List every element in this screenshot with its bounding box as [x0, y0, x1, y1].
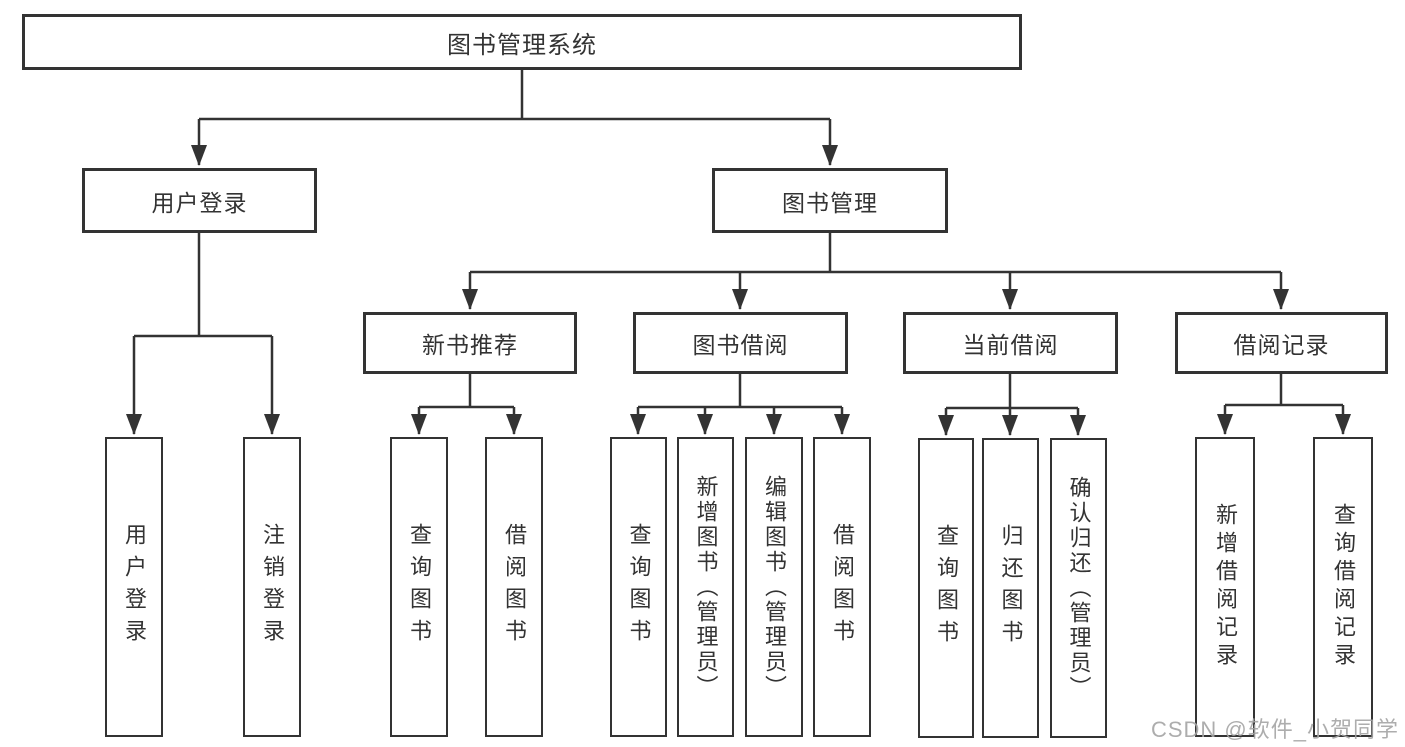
leaf-confirm-return-admin: 确认归还（管理员） [1050, 438, 1107, 738]
node-label: 新书推荐 [422, 332, 518, 358]
leaf-query-borrow-record: 查询借阅记录 [1313, 437, 1373, 737]
leaf-logout: 注销登录 [243, 437, 301, 737]
leaf-add-borrow-record: 新增借阅记录 [1195, 437, 1255, 737]
node-new-book-recommend: 新书推荐 [363, 312, 577, 374]
node-current-borrow: 当前借阅 [903, 312, 1118, 374]
leaf-label: 编辑图书（管理员） [762, 474, 787, 700]
leaf-label: 借阅图书 [502, 523, 527, 651]
leaf-label: 确认归还（管理员） [1066, 475, 1092, 701]
leaf-label: 查询图书 [934, 524, 959, 652]
leaf-label: 查询图书 [407, 523, 432, 651]
leaf-query-books-recommend: 查询图书 [390, 437, 448, 737]
node-label: 借阅记录 [1233, 332, 1330, 358]
leaf-query-books-borrow: 查询图书 [610, 437, 667, 737]
leaf-label: 查询借阅记录 [1331, 503, 1356, 671]
node-label: 用户登录 [151, 189, 248, 216]
leaf-label: 查询图书 [626, 523, 652, 651]
node-library-management-system: 图书管理系统 [22, 14, 1022, 70]
leaf-label: 借阅图书 [830, 523, 855, 651]
leaf-user-login: 用户登录 [105, 437, 163, 737]
leaf-edit-books-admin: 编辑图书（管理员） [745, 437, 803, 737]
node-label: 图书管理系统 [447, 31, 597, 59]
leaf-label: 归还图书 [998, 524, 1024, 652]
leaf-label: 新增借阅记录 [1213, 503, 1238, 671]
node-label: 图书借阅 [692, 332, 789, 358]
leaf-label: 新增图书（管理员） [693, 474, 719, 700]
leaf-label: 用户登录 [122, 523, 147, 651]
node-user-login: 用户登录 [82, 168, 317, 233]
leaf-borrow-books: 借阅图书 [813, 437, 871, 737]
leaf-return-books: 归还图书 [982, 438, 1039, 738]
leaf-query-books-current: 查询图书 [918, 438, 974, 738]
node-book-borrow: 图书借阅 [633, 312, 848, 374]
csdn-watermark: CSDN @软件_小贺同学 [1150, 717, 1399, 742]
node-book-management: 图书管理 [712, 168, 948, 233]
node-label: 当前借阅 [962, 332, 1059, 358]
leaf-add-books-admin: 新增图书（管理员） [677, 437, 734, 737]
node-borrow-record: 借阅记录 [1175, 312, 1388, 374]
node-label: 图书管理 [782, 189, 878, 216]
leaf-label: 注销登录 [260, 523, 285, 651]
leaf-borrow-books-recommend: 借阅图书 [485, 437, 543, 737]
